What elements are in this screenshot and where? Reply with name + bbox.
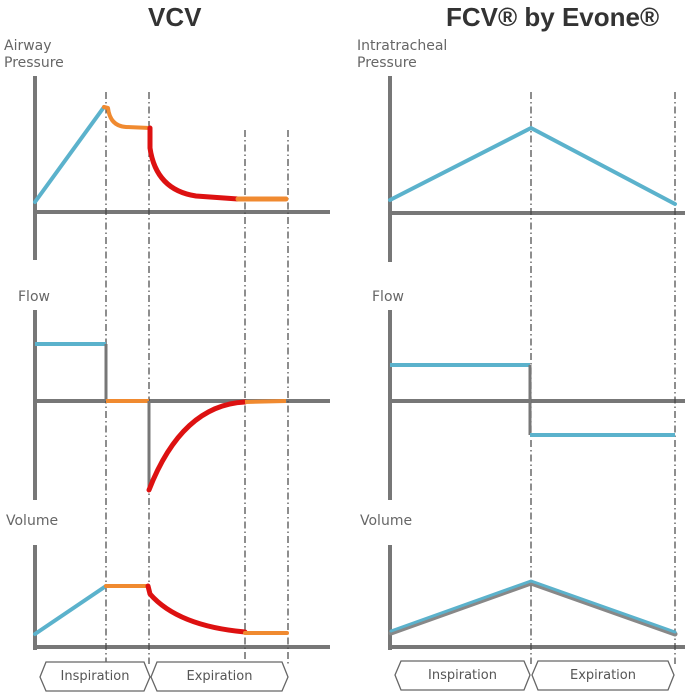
fcv-phase-expiration-arrow (531, 660, 675, 691)
vcv-pressure-inspiration-ramp (33, 105, 106, 204)
vcv-phase-inspiration-arrow (39, 661, 151, 692)
fcv-pressure-label: Intratracheal Pressure (357, 38, 447, 72)
fcv-volume-label: Volume (360, 513, 413, 529)
vcv-volume-label: Volume (6, 513, 59, 529)
fcv-pressure-label-line1: Intratracheal (357, 38, 448, 54)
fcv-title: FCV® by Evone® (446, 2, 660, 32)
fcv-pressure-waveform (388, 126, 677, 206)
vcv-flow-expiration-tail (244, 399, 287, 404)
vcv-pressure-label: Airway Pressure (4, 38, 64, 72)
fcv-volume-shadow (388, 580, 678, 637)
fcv-flow-label: Flow (372, 289, 404, 305)
fcv-phase-inspiration-text: Inspiration (428, 668, 497, 683)
vcv-pressure-label-line1: Airway (4, 38, 52, 54)
vcv-flow-expiration-recovery (146, 399, 248, 493)
fcv-phase-expiration-text: Expiration (570, 668, 636, 683)
vcv-pressure-label-line2: Pressure (4, 55, 64, 71)
vcv-title: VCV (148, 2, 202, 32)
vcv-phase-expiration-text: Expiration (186, 669, 253, 684)
vcv-volume-inspiration (33, 584, 108, 636)
fcv-volume-waveform (389, 579, 677, 634)
vcv-volume-expiration (145, 583, 248, 635)
vcv-phase-expiration-arrow (150, 661, 289, 692)
vcv-phase-inspiration-text: Inspiration (60, 669, 130, 684)
fcv-phase-inspiration-arrow (394, 660, 531, 691)
vcv-pressure-expiration-decay (147, 125, 241, 202)
fcv-pressure-label-line2: Pressure (357, 55, 417, 71)
vcv-flow-label: Flow (18, 289, 50, 305)
vcv-pressure-pause (102, 105, 152, 130)
